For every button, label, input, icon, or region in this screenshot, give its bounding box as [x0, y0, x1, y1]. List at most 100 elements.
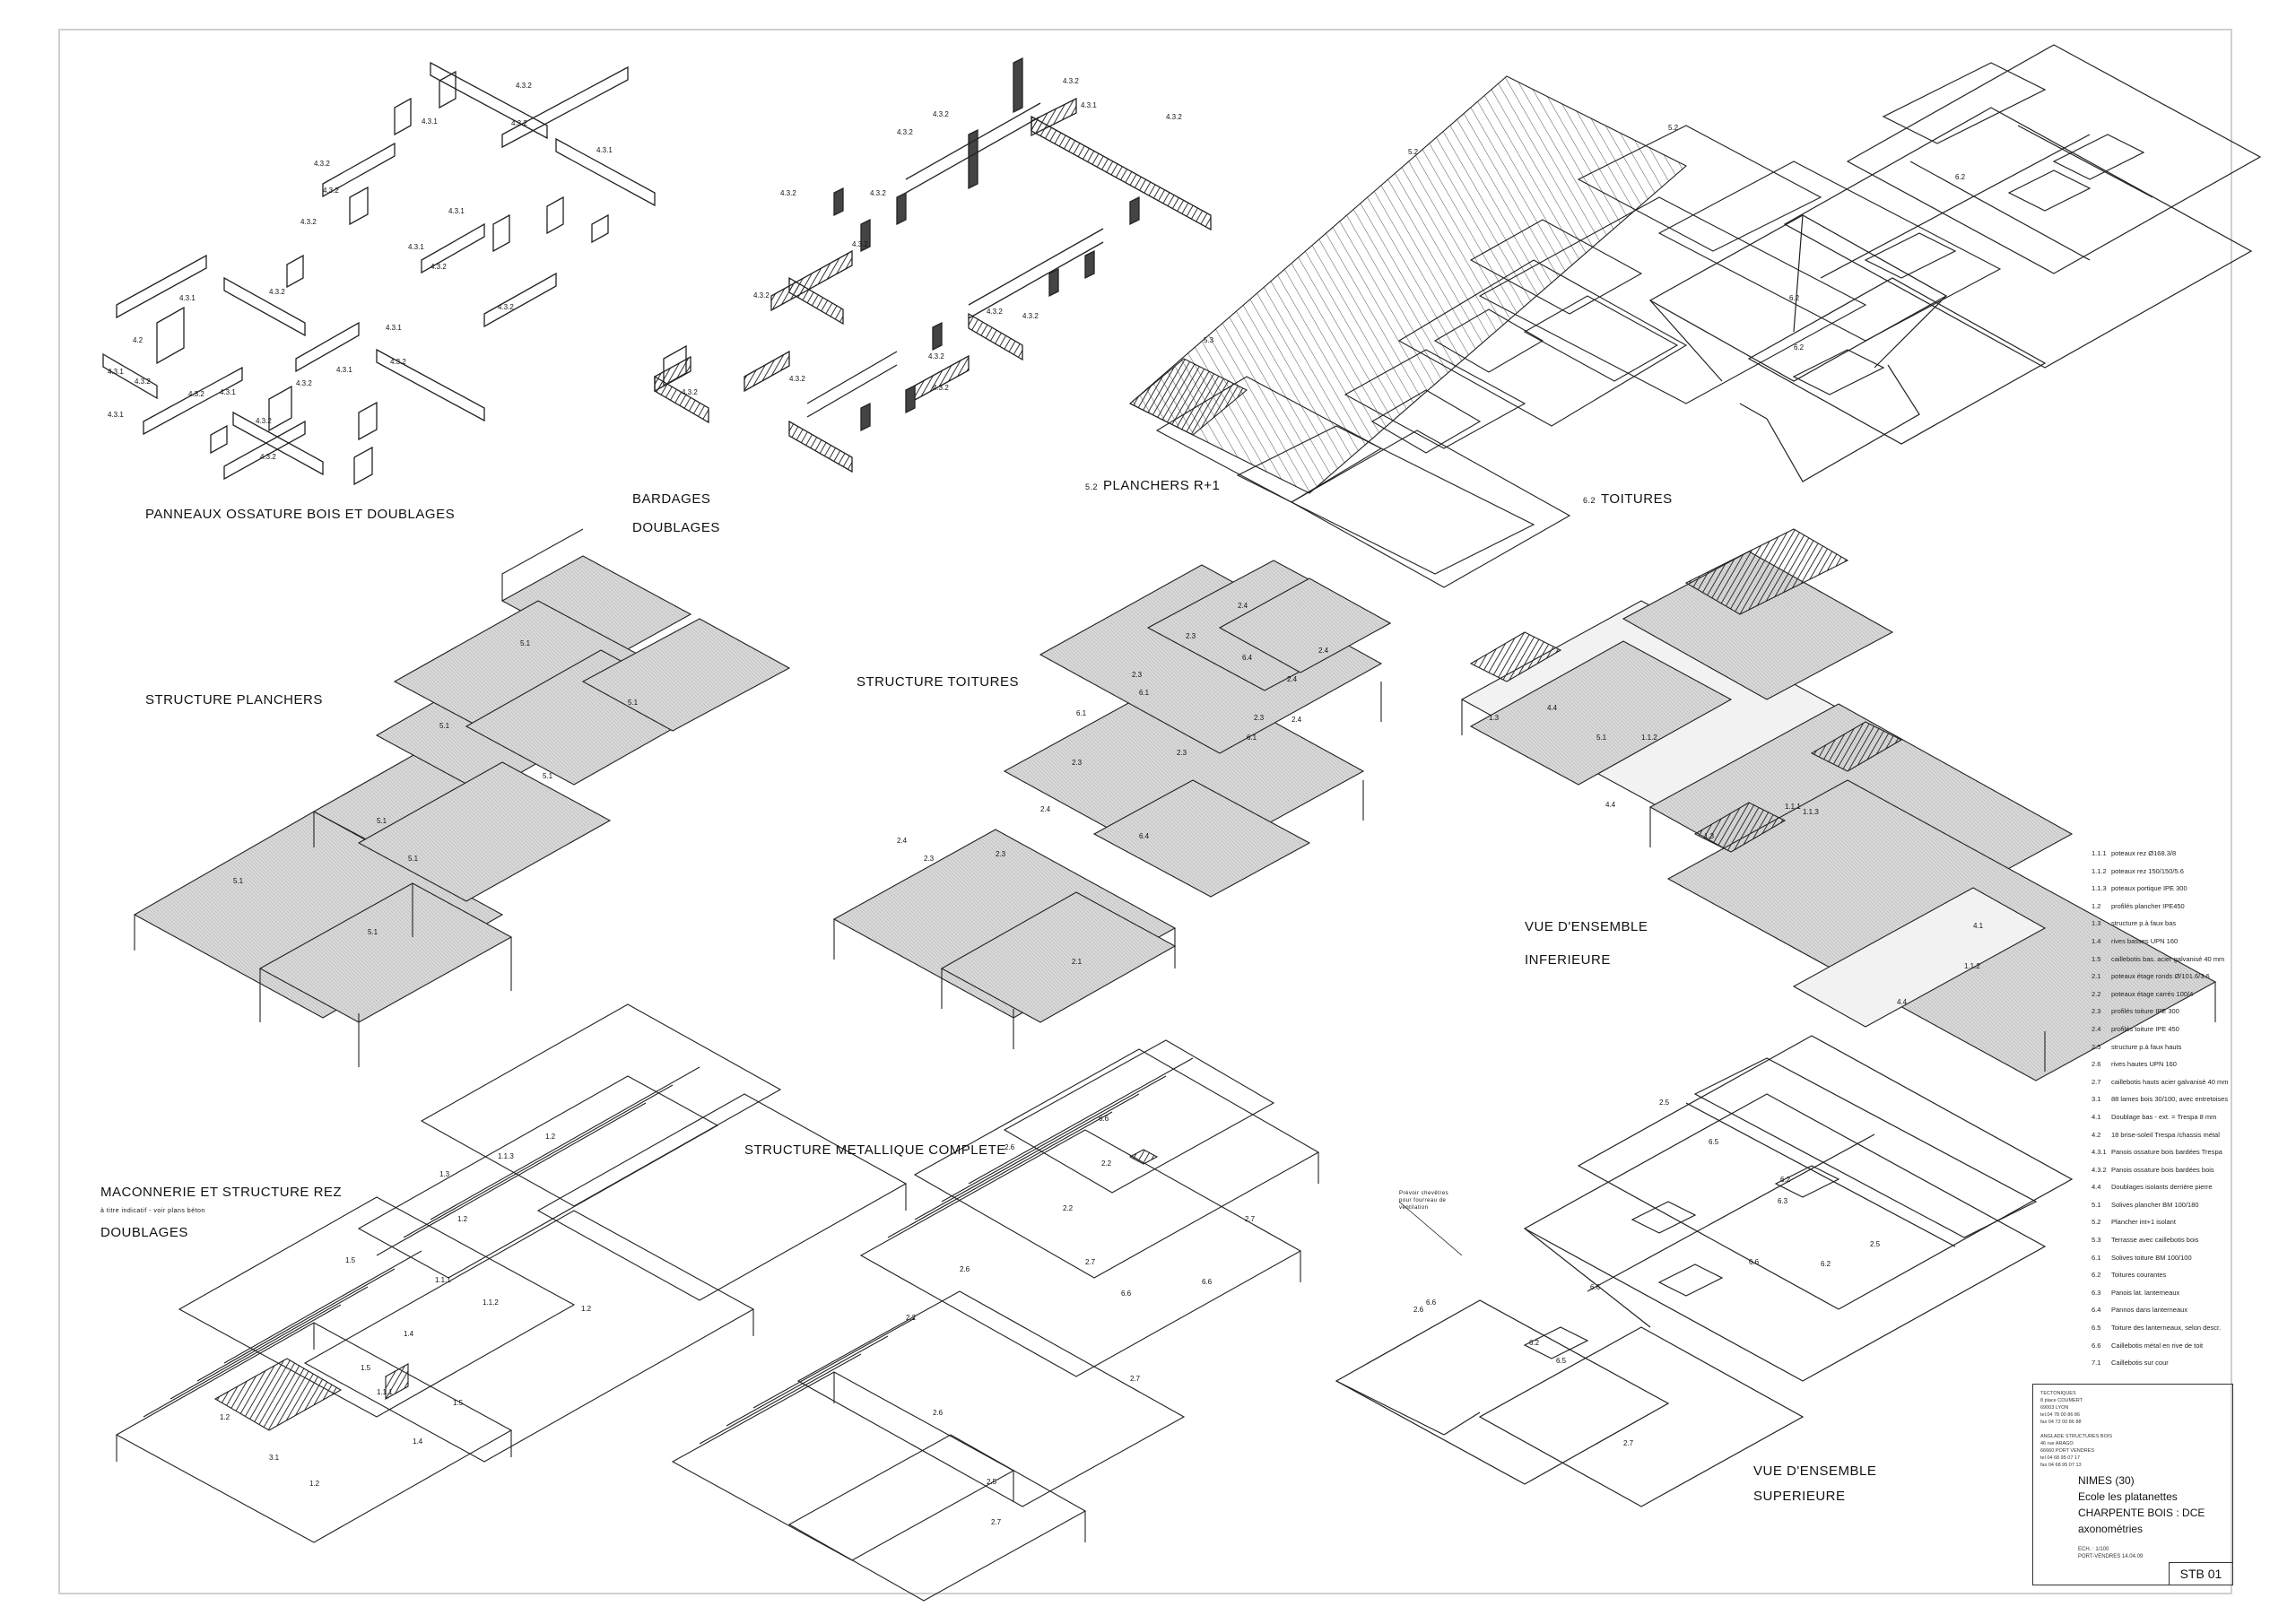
component-label: 4.3.2 [987, 308, 1003, 316]
component-label: 3.1 [269, 1454, 280, 1462]
component-label: 5.1 [439, 722, 450, 730]
legend-code: 2.3 [2092, 1007, 2101, 1016]
component-label: 5.1 [543, 772, 553, 780]
legend-code: 6.4 [2092, 1306, 2101, 1315]
component-label: 4.3.2 [260, 453, 276, 461]
title-bardages: BARDAGES [632, 491, 711, 507]
component-label: 4.3.1 [1081, 101, 1097, 109]
legend-text: Plancher int+1 isolant [2111, 1218, 2176, 1227]
component-label: 2.4 [1040, 805, 1051, 813]
legend-code: 4.3.1 [2092, 1148, 2107, 1157]
component-label: 4.4 [1547, 704, 1558, 712]
component-label: 2.4 [897, 837, 908, 845]
legend-code: 1.1.3 [2092, 884, 2107, 893]
legend-code: 1.2 [2092, 901, 2101, 910]
component-label: 6.5 [1556, 1357, 1567, 1365]
component-label: 6.6 [1099, 1115, 1109, 1123]
legend-text: caillebotis bas. acier galvanisé 40 mm [2111, 954, 2225, 963]
component-label: 5.3 [1204, 336, 1214, 344]
legend-text: caillebotis hauts acier galvanisé 40 mm [2111, 1077, 2229, 1086]
legend-code: 1.1.1 [2092, 849, 2107, 857]
component-label: 6.4 [1139, 832, 1150, 840]
component-label: 4.3.2 [498, 303, 514, 311]
firm-line: 69003 LYON [2040, 1405, 2069, 1411]
component-label: 6.6 [1749, 1258, 1760, 1266]
title-vue-inferieure-2: INFERIEURE [1525, 952, 1611, 968]
legend-code: 1.5 [2092, 954, 2101, 963]
component-label: 1.1.1 [435, 1276, 451, 1284]
planchers-label-positions: 5.35.25.2 [1204, 124, 1679, 344]
component-label: 4.3.1 [408, 243, 424, 251]
project-line: Ecole les platanettes [2078, 1490, 2178, 1503]
component-label: 4.3.2 [269, 288, 285, 296]
component-label: 2.5 [1870, 1240, 1881, 1248]
component-label: 6.3 [1778, 1197, 1788, 1205]
legend-text: 18 brise-soleil Trespa /chassis métal [2111, 1130, 2220, 1139]
component-label: 1.4 [404, 1330, 414, 1338]
component-label: 4.3.2 [430, 263, 447, 271]
legend-code: 1.3 [2092, 919, 2101, 928]
legend-code: 6.2 [2092, 1271, 2101, 1280]
component-label: 1.1.1 [377, 1388, 393, 1396]
legend-row: 4.2 18 brise-soleil Trespa /chassis métal [2092, 1126, 2253, 1144]
legend-row: 1.1.1 poteaux rez Ø168.3/8 [2092, 845, 2253, 863]
component-label: 4.3.2 [1022, 312, 1039, 320]
legend-code: 6.3 [2092, 1288, 2101, 1297]
component-label: 2.6 [1413, 1306, 1424, 1314]
component-label: 4.3.2 [1063, 77, 1079, 85]
legend-text: profilés toiture IPE 300 [2111, 1007, 2179, 1016]
struct-toitures-label-positions: 2.42.32.46.46.12.32.46.12.32.42.36.12.36… [897, 602, 1329, 966]
component-label: 4.3.2 [256, 417, 272, 425]
component-label: 1.1.2 [483, 1298, 499, 1307]
legend-text: Panois ossature bois bardées Trespa [2111, 1148, 2222, 1157]
drawing-sheet-border [58, 29, 2232, 1594]
view-maconnerie-drawing [115, 1003, 908, 1543]
component-label: 1.1.2 [1641, 734, 1657, 742]
view-vue-inferieure-drawing [1460, 528, 2217, 1081]
component-label: 4.3.1 [448, 207, 465, 215]
component-label: 6.2 [1821, 1260, 1831, 1268]
component-label: 6.1 [1076, 709, 1087, 717]
view-panneaux-drawing [102, 61, 656, 486]
component-label: 1.3 [1489, 714, 1500, 722]
component-label: 4.4 [1897, 998, 1908, 1006]
component-label: 4.3.2 [511, 119, 527, 127]
legend-text: rives hautes UPN 160 [2111, 1060, 2177, 1069]
legend-text: Caillebotis métal en rive de toit [2111, 1341, 2204, 1350]
legend-text: poteaux portique IPE 300 [2111, 884, 2187, 893]
toitures-label-positions: 6.26.26.2 [1789, 173, 1966, 352]
project-line: CHARPENTE BOIS : DCE [2078, 1507, 2205, 1519]
legend-code: 4.2 [2092, 1130, 2101, 1139]
legend-text: poteaux rez Ø168.3/8 [2111, 849, 2177, 857]
component-label: 5.2 [1668, 124, 1679, 132]
component-label: 1.1.3 [498, 1152, 514, 1160]
firm-line: tel 04 68 95 07 17 [2040, 1455, 2081, 1461]
project-line: axonométries [2078, 1523, 2144, 1535]
component-label: 2.2 [1101, 1159, 1112, 1168]
component-label: 6.1 [1247, 734, 1257, 742]
title-struct-toitures: STRUCTURE TOITURES [857, 674, 1019, 690]
component-label: 4.3.2 [897, 128, 913, 136]
view-struct-planchers-drawing [133, 528, 791, 1067]
component-label: 5.1 [377, 817, 387, 825]
component-label: 2.2 [906, 1314, 917, 1322]
title-struct-planchers: STRUCTURE PLANCHERS [145, 692, 323, 708]
legend-code: 4.4 [2092, 1183, 2101, 1192]
component-label: 2.4 [1292, 716, 1302, 724]
component-label: 4.3.2 [789, 375, 805, 383]
component-label: 6.2 [1789, 294, 1800, 302]
title-maconnerie-doublages: DOUBLAGES [100, 1225, 188, 1240]
